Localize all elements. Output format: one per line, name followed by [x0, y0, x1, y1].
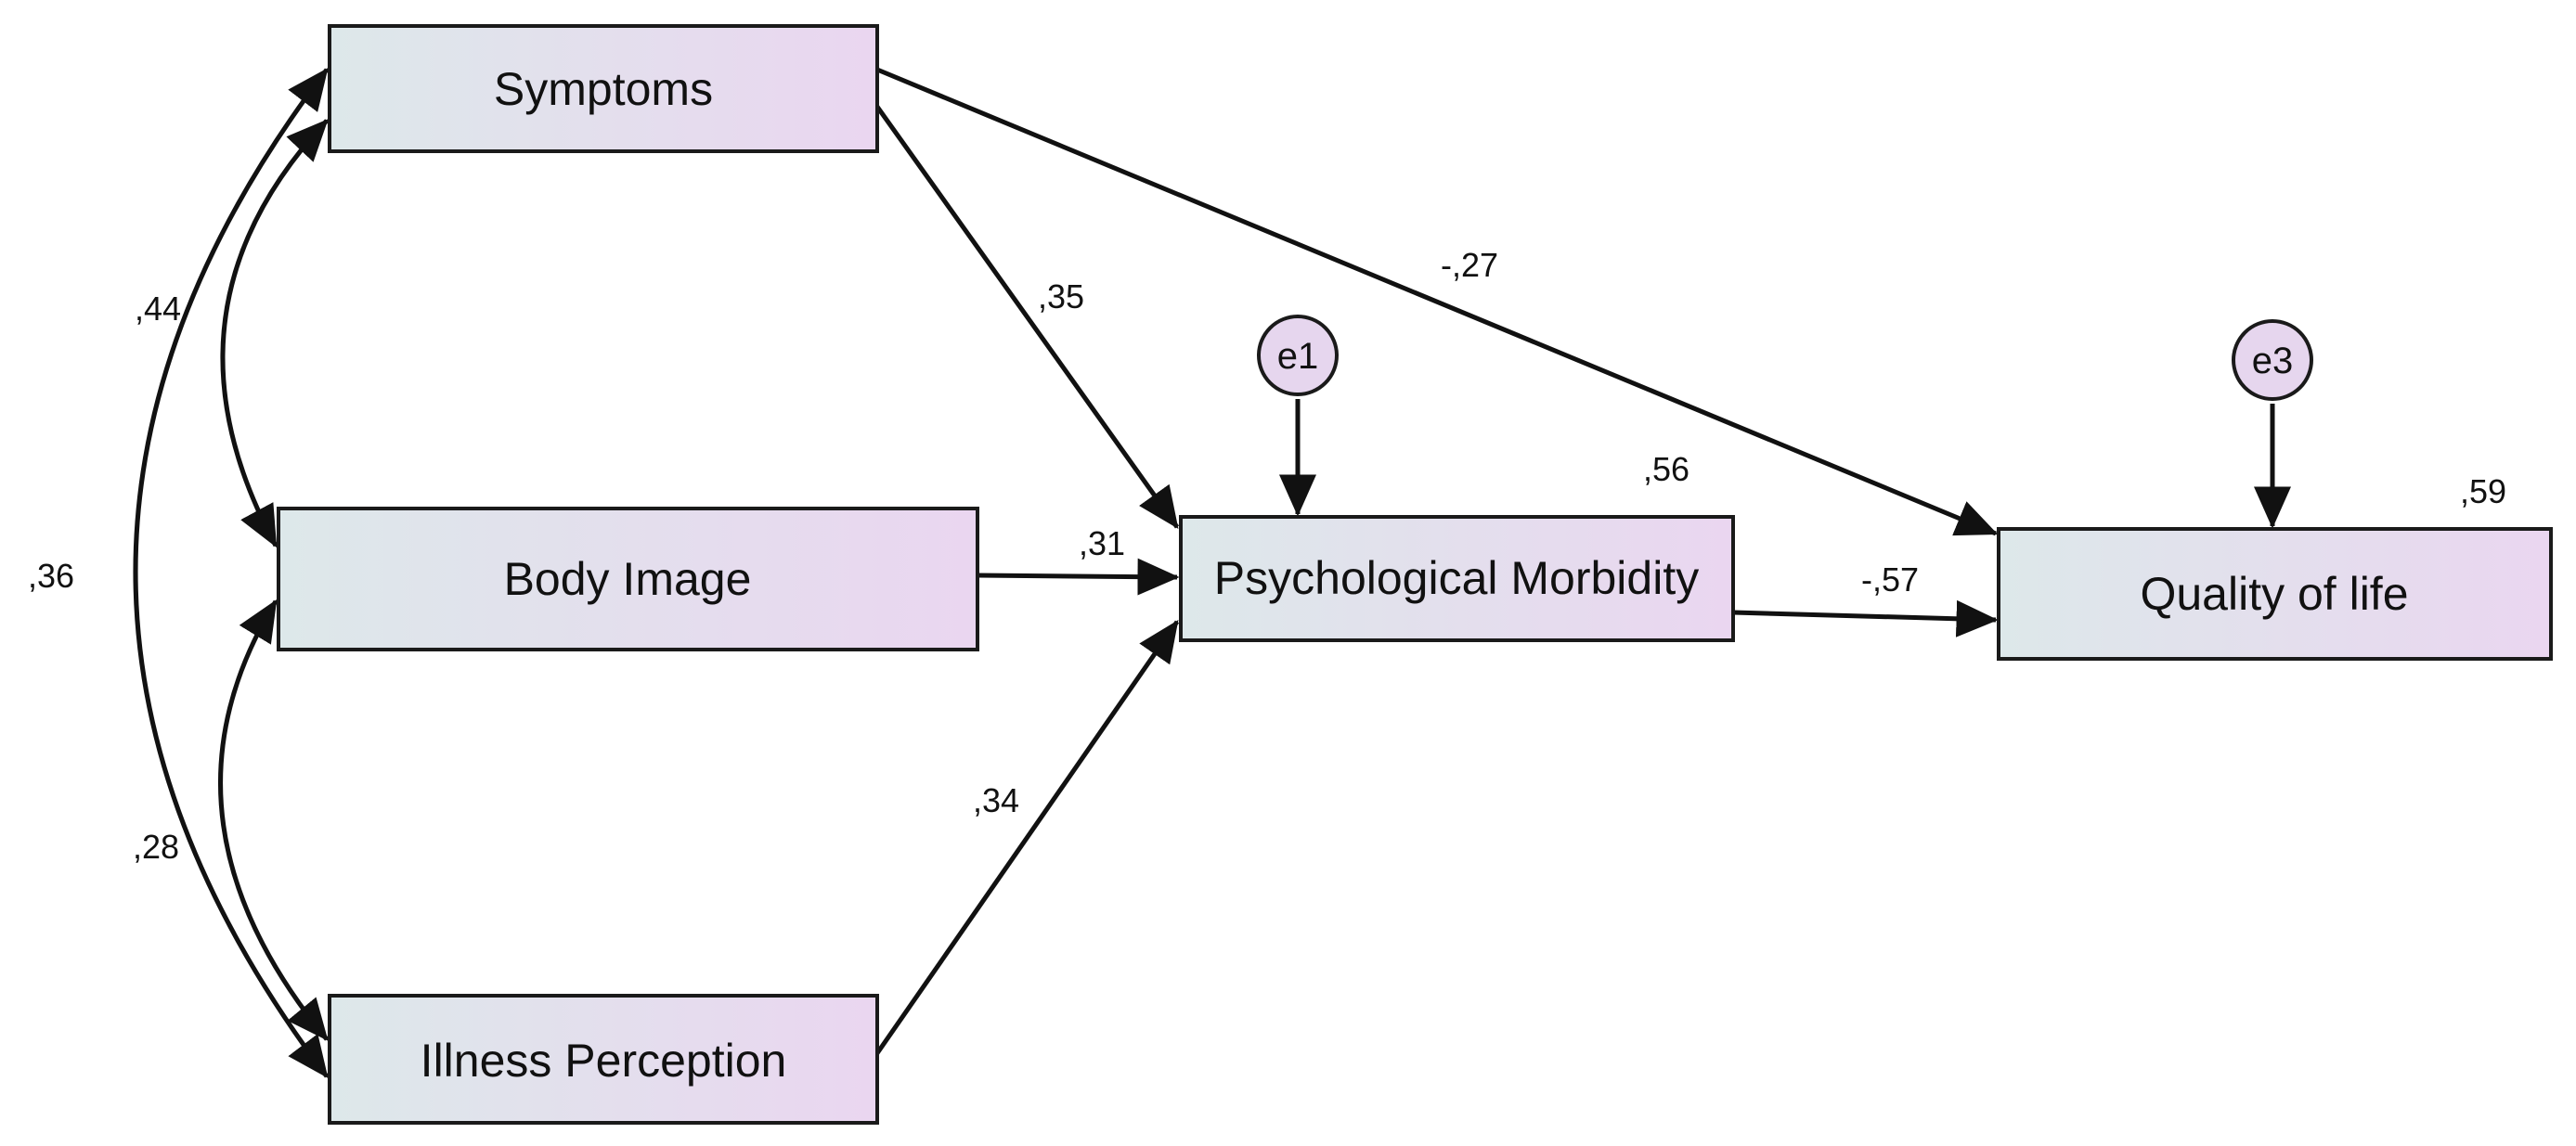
node-symptoms: Symptoms — [328, 24, 879, 153]
corr-body-image-illness-perception: ,28 — [133, 828, 179, 866]
correlation-symptoms-body-image — [220, 119, 329, 548]
node-illness-perception: Illness Perception — [328, 994, 879, 1125]
error-label-e3: e3 — [2252, 341, 2294, 381]
node-label-illness-perception: Illness Perception — [421, 1035, 787, 1087]
coef-symptoms-to-qol: -,27 — [1441, 246, 1498, 284]
correlation-body-image-illness-perception — [218, 599, 329, 1041]
node-label-body-image: Body Image — [504, 553, 752, 605]
node-psychological-morbidity: Psychological Morbidity — [1179, 515, 1735, 642]
path-symptoms-to-pm — [874, 105, 1180, 530]
path-pm-to-qol — [1732, 599, 1999, 637]
error-label-e1: e1 — [1277, 336, 1319, 377]
r-squared-psychological-morbidity: ,56 — [1643, 450, 1689, 488]
coef-pm-to-qol: -,57 — [1861, 560, 1919, 599]
correlation-symptoms-illness-perception — [133, 68, 329, 1078]
corr-symptoms-illness-perception: ,36 — [28, 557, 74, 595]
node-body-image: Body Image — [277, 507, 979, 651]
r-squared-quality-of-life: ,59 — [2460, 472, 2506, 510]
corr-symptoms-body-image: ,44 — [135, 290, 181, 328]
node-label-quality-of-life: Quality of life — [2140, 568, 2408, 620]
coef-body-image-to-pm: ,31 — [1079, 524, 1125, 562]
error-e1: e1 — [1257, 315, 1339, 396]
path-body-image-to-pm — [977, 558, 1180, 596]
node-quality-of-life: Quality of life — [1997, 527, 2553, 661]
node-label-symptoms: Symptoms — [494, 63, 713, 115]
coef-illness-perception-to-pm: ,34 — [973, 781, 1019, 819]
path-illness-perception-to-pm — [874, 619, 1180, 1055]
path-symptoms-to-qol — [876, 67, 1999, 536]
coef-symptoms-to-pm: ,35 — [1038, 277, 1084, 315]
node-label-psychological-morbidity: Psychological Morbidity — [1214, 552, 1699, 604]
error-e3: e3 — [2232, 319, 2313, 401]
